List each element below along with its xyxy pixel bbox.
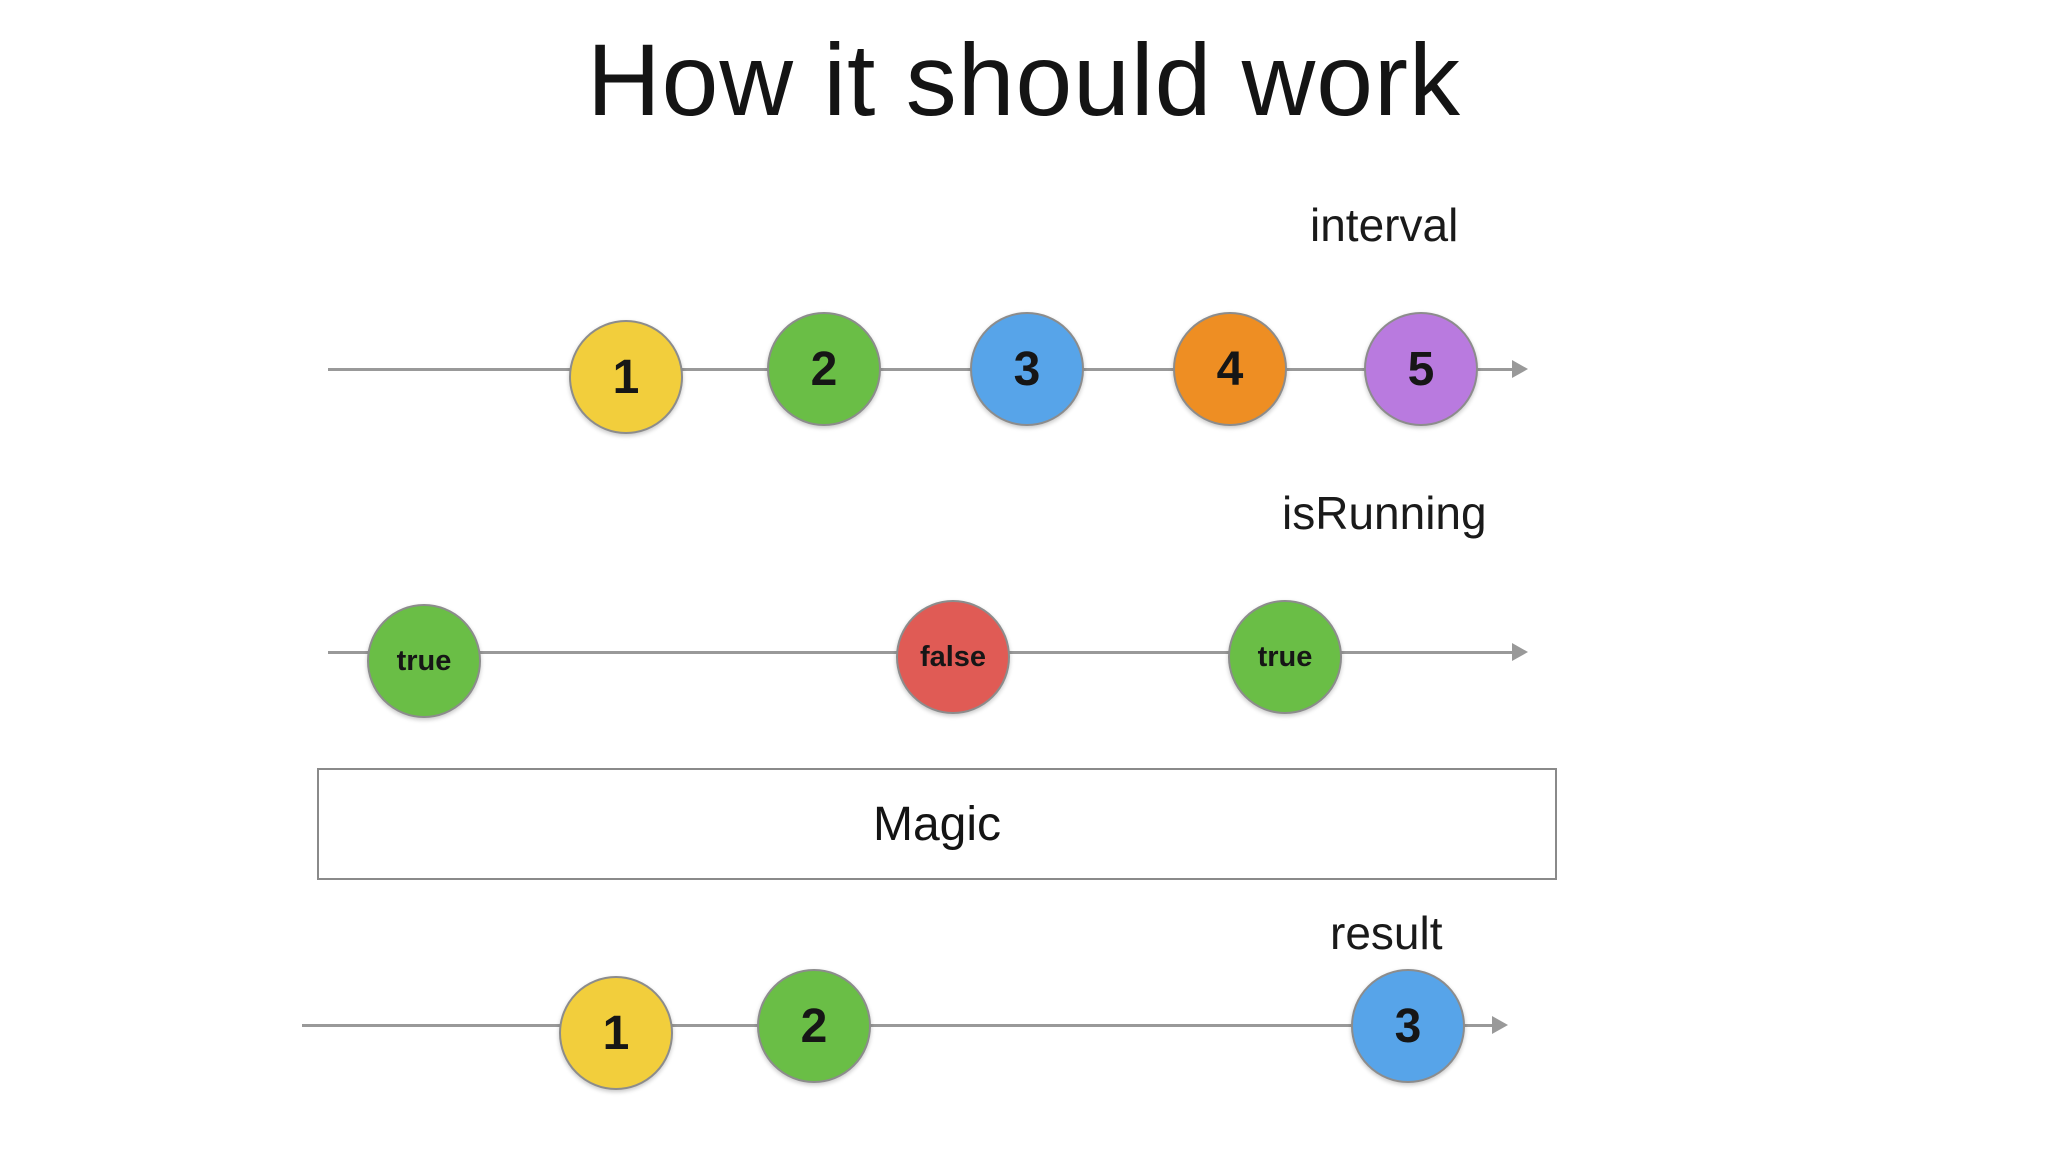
marble-value: 1 <box>602 1006 630 1060</box>
marble-value: 2 <box>800 999 828 1053</box>
page-title: How it should work <box>587 23 1461 137</box>
marble-interval-5: 5 <box>1364 312 1478 426</box>
marble-result-3: 3 <box>1351 969 1465 1083</box>
marble-value: 3 <box>1394 999 1422 1053</box>
result-stream-label: result <box>1330 907 1443 959</box>
isrunning-stream-label: isRunning <box>1282 487 1487 539</box>
marble-value: 3 <box>1013 342 1041 396</box>
marble-value: 2 <box>810 342 838 396</box>
marble-interval-2: 2 <box>767 312 881 426</box>
interval-arrowhead-icon <box>1512 360 1528 378</box>
marble-isrunning-false: false <box>896 600 1010 714</box>
interval-stream-label: interval <box>1310 199 1459 251</box>
isrunning-arrowhead-icon <box>1512 643 1528 661</box>
magic-operator-label: Magic <box>872 797 1002 851</box>
marble-value: 4 <box>1216 342 1244 396</box>
magic-operator-box: Magic <box>317 768 1557 880</box>
marble-interval-3: 3 <box>970 312 1084 426</box>
marble-value: 1 <box>612 350 640 404</box>
marble-value: false <box>919 640 987 673</box>
marble-interval-1: 1 <box>569 320 683 434</box>
marble-isrunning-true-1: true <box>367 604 481 718</box>
marble-isrunning-true-2: true <box>1228 600 1342 714</box>
marble-result-1: 1 <box>559 976 673 1090</box>
marble-interval-4: 4 <box>1173 312 1287 426</box>
marble-value: true <box>396 644 452 677</box>
interval-timeline <box>328 368 1514 371</box>
marble-result-2: 2 <box>757 969 871 1083</box>
marble-value: 5 <box>1407 342 1435 396</box>
result-arrowhead-icon <box>1492 1016 1508 1034</box>
result-timeline <box>302 1024 1494 1027</box>
marble-value: true <box>1257 640 1313 673</box>
